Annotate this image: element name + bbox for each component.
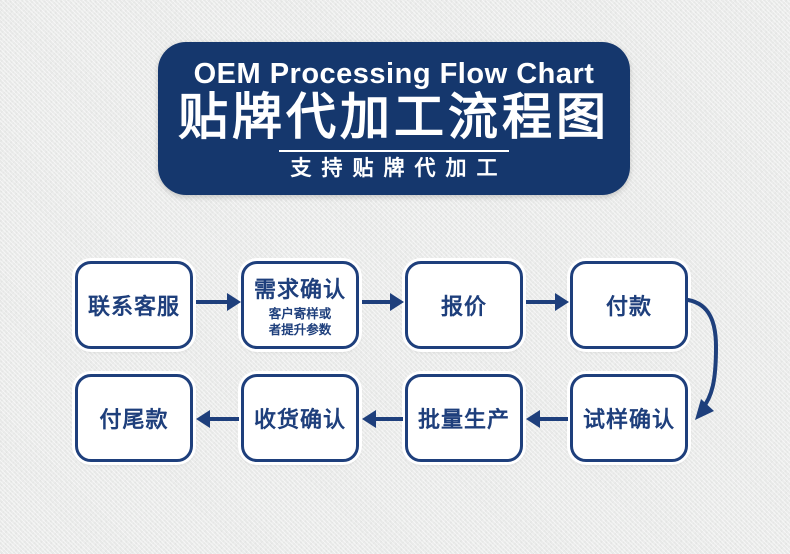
flow-box-receipt-confirm: 收货确认 — [241, 374, 359, 462]
title-chinese: 贴牌代加工流程图 — [178, 89, 610, 146]
arrow-left-icon — [196, 410, 239, 428]
flow-box-label: 批量生产 — [417, 407, 510, 432]
flow-box-label: 付款 — [605, 294, 652, 319]
title-banner: OEM Processing Flow Chart 贴牌代加工流程图 支持贴牌代… — [158, 42, 630, 195]
flow-box-label: 试样确认 — [582, 407, 675, 432]
flow-box-label: 付尾款 — [99, 407, 169, 432]
subtitle-chinese: 支持贴牌代加工 — [290, 157, 508, 181]
flow-box-payment: 付款 — [570, 261, 688, 349]
arrow-right-icon — [526, 293, 569, 311]
flow-box-demand-confirm: 需求确认 客户寄样或 者提升参数 — [241, 261, 359, 349]
divider-line — [279, 150, 509, 153]
arrow-right-icon — [196, 293, 241, 311]
arrow-left-icon — [526, 410, 568, 428]
flow-box-subtext-line1: 客户寄样或 — [268, 307, 332, 321]
arrow-right-icon — [362, 293, 404, 311]
arrow-left-icon — [362, 410, 403, 428]
flow-box-mass-production: 批量生产 — [405, 374, 523, 462]
flow-box-label: 需求确认 — [253, 277, 346, 302]
flow-box-sample-confirm: 试样确认 — [570, 374, 688, 462]
flow-box-label: 收货确认 — [253, 407, 346, 432]
flow-box-label: 联系客服 — [87, 294, 180, 319]
flow-box-pay-balance: 付尾款 — [75, 374, 193, 462]
title-english: OEM Processing Flow Chart — [193, 58, 595, 90]
flow-box-quotation: 报价 — [405, 261, 523, 349]
curve-down-arrow-icon — [686, 298, 719, 420]
flow-box-subtext-line2: 者提升参数 — [268, 323, 332, 337]
flow-box-label: 报价 — [440, 294, 487, 319]
flow-box-contact-service: 联系客服 — [75, 261, 193, 349]
